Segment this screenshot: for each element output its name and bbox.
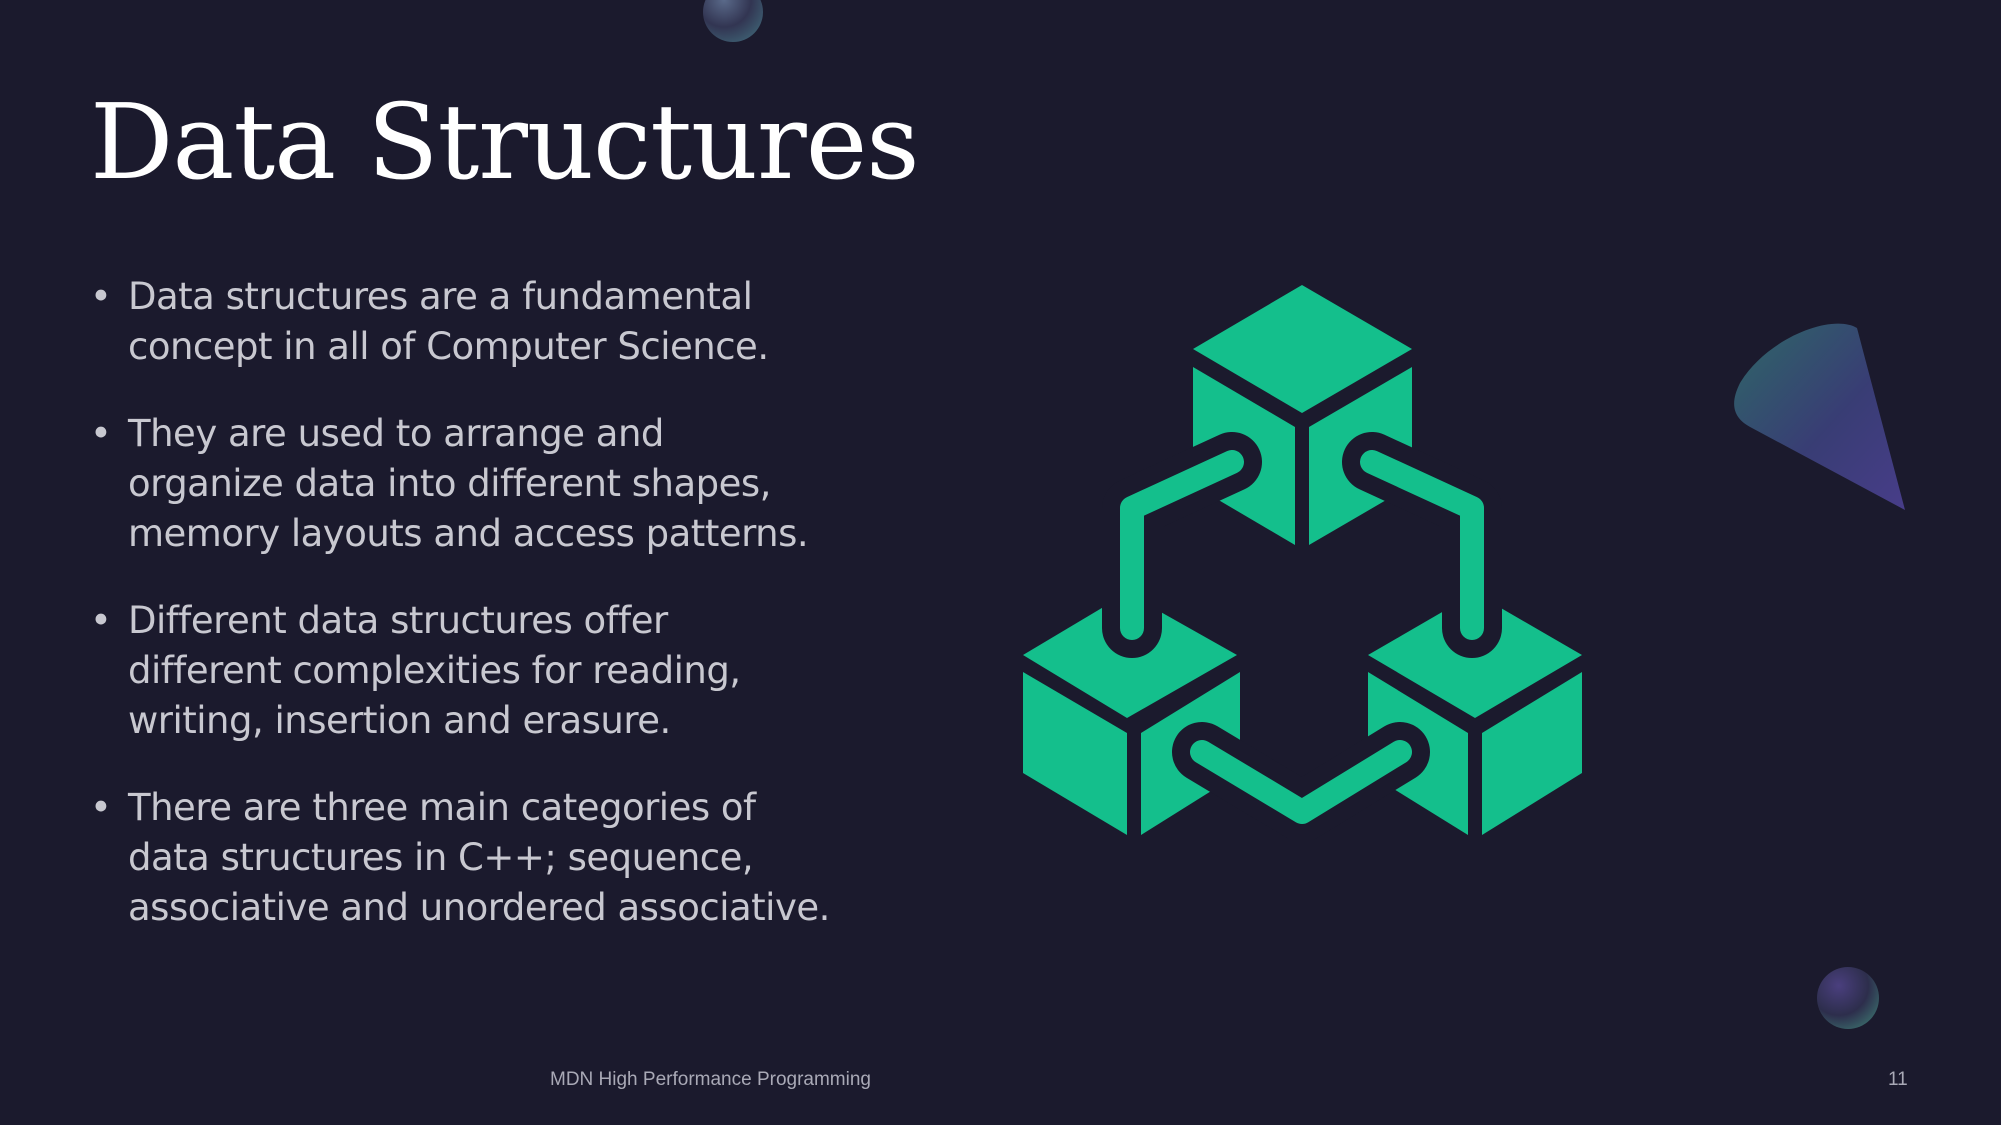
bullet-dot-icon: • <box>90 786 112 829</box>
bullet-item: • Different data structures offer differ… <box>90 596 830 746</box>
sphere-decoration-icon <box>703 0 763 42</box>
bullet-item: • Data structures are a fundamental conc… <box>90 272 830 372</box>
cone-decoration-icon <box>1734 323 1905 510</box>
bullet-list: • Data structures are a fundamental conc… <box>90 272 830 970</box>
sphere-decoration-icon <box>1817 967 1879 1029</box>
bullet-text: Different data structures offer differen… <box>128 599 741 742</box>
bullet-dot-icon: • <box>90 412 112 455</box>
blockchain-cubes-icon <box>1023 285 1582 840</box>
slide-title: Data Structures <box>90 81 920 203</box>
bullet-item: • There are three main categories of dat… <box>90 783 830 933</box>
bullet-text: They are used to arrange and organize da… <box>128 412 809 555</box>
bullet-dot-icon: • <box>90 275 112 318</box>
bullet-item: • They are used to arrange and organize … <box>90 409 830 559</box>
bullet-text: There are three main categories of data … <box>128 786 830 929</box>
bullet-text: Data structures are a fundamental concep… <box>128 275 769 368</box>
bullet-dot-icon: • <box>90 599 112 642</box>
slide-number: 11 <box>1888 1069 1908 1090</box>
slide-footer: MDN High Performance Programming <box>550 1069 871 1090</box>
